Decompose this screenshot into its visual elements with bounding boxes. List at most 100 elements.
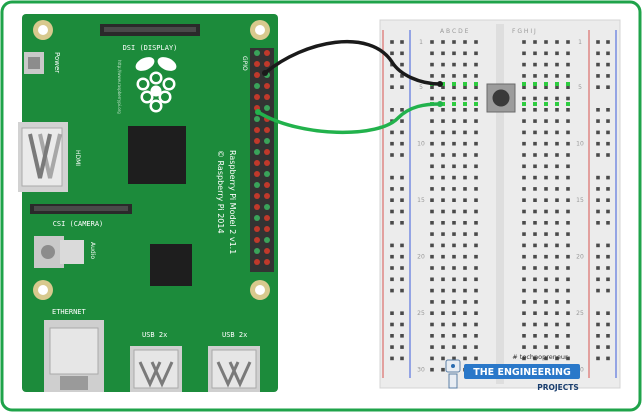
breadboard-hole [430,254,434,259]
breadboard-hole [544,356,548,361]
breadboard-hole [522,345,526,349]
rail-hole [606,141,610,146]
gpio-pin [254,193,260,199]
breadboard-hole [463,141,467,146]
breadboard-hole [555,108,559,112]
usb-port-1 [130,346,182,392]
breadboard-hole [452,175,456,180]
breadboard-hole [544,62,548,67]
rail-hole [606,187,610,191]
gpio-pin [264,193,270,199]
engineering-projects-watermark: # technopreneur THE ENGINEERING PROJECTS [445,353,580,392]
breadboard-hole [463,254,467,259]
connected-hole [533,102,537,106]
breadboard-hole [533,85,537,89]
rail-hole [400,108,404,112]
watermark-banner [464,364,580,379]
breadboard-hole [452,300,456,304]
rail-hole [606,198,610,202]
rail-hole [596,277,600,282]
breadboard-hole [544,334,548,338]
rail-hole [400,345,404,349]
breadboard-hole [474,187,478,191]
breadboard-hole [463,221,467,225]
breadboard-hole [441,243,445,248]
breadboard-hole [555,311,559,315]
rail-hole [390,153,394,157]
breadboard-hole [463,164,467,169]
mounting-holes [33,20,270,300]
breadboard-hole [474,175,478,180]
breadboard-hole [544,40,548,44]
gpio-pin [264,171,270,177]
pcb [22,14,278,392]
rail-hole [400,51,404,56]
breadboard-hole [463,108,467,112]
breadboard-hole [430,288,434,293]
breadboard-hole [566,232,570,236]
rail-hole [400,153,404,157]
gpio-pin [264,94,270,100]
breadboard-hole [533,209,537,214]
breadboard-hole [533,62,537,67]
breadboard-hole [441,119,445,123]
connected-hole [474,102,478,106]
breadboard-hole [441,334,445,338]
breadboard-hole [441,221,445,225]
rail-hole [390,85,394,89]
row-number-right: 5 [578,84,582,91]
breadboard-hole [463,266,467,270]
rail-hole [390,266,394,270]
rail-hole [390,209,394,214]
breadboard-hole [555,356,559,361]
row-number-left: 20 [417,254,425,261]
breadboard-hole [522,322,526,327]
breadboard-hole [522,221,526,225]
breadboard-hole [474,85,478,89]
green-wire-end-breadboard [437,101,443,107]
ethernet-port [44,320,104,392]
breadboard-hole [533,254,537,259]
usb-label-2: USB 2x [222,331,247,339]
push-button [486,83,516,113]
rail-hole [400,334,404,338]
breadboard-hole [533,288,537,293]
gpio-pin [264,226,270,232]
gpio-pin [254,61,260,67]
row-number-right: 30 [576,367,584,374]
raspberry-logo-icon [135,57,177,113]
csi-label: CSI (CAMERA) [53,220,104,228]
breadboard-hole [533,266,537,270]
breadboard-hole [474,221,478,225]
breadboard-hole [533,198,537,202]
rail-hole [606,209,610,214]
breadboard-hole [430,209,434,214]
rail-hole [606,277,610,282]
breadboard-hole [441,198,445,202]
rail-hole [596,153,600,157]
gpio-pin [254,160,260,166]
breadboard-hole [566,322,570,327]
breadboard-hole [566,243,570,248]
breadboard-hole [463,40,467,44]
gpio-pin [264,215,270,221]
breadboard-hole [544,288,548,293]
row-number-right: 15 [576,197,584,204]
breadboard-hole [533,345,537,349]
breadboard-hole [566,74,570,78]
breadboard-hole [452,51,456,56]
rail-hole [596,108,600,112]
breadboard-hole [430,96,434,101]
gpio-pin [254,116,260,122]
breadboard-hole [566,254,570,259]
breadboard-hole [452,277,456,282]
breadboard-hole [522,311,526,315]
breadboard-hole [555,74,559,78]
rail-hole [596,141,600,146]
breadboard-hole [522,277,526,282]
gpio-pin [254,127,260,133]
connected-hole [522,82,526,86]
breadboard-hole [522,96,526,101]
audio-jack [34,236,84,268]
breadboard-hole [441,209,445,214]
